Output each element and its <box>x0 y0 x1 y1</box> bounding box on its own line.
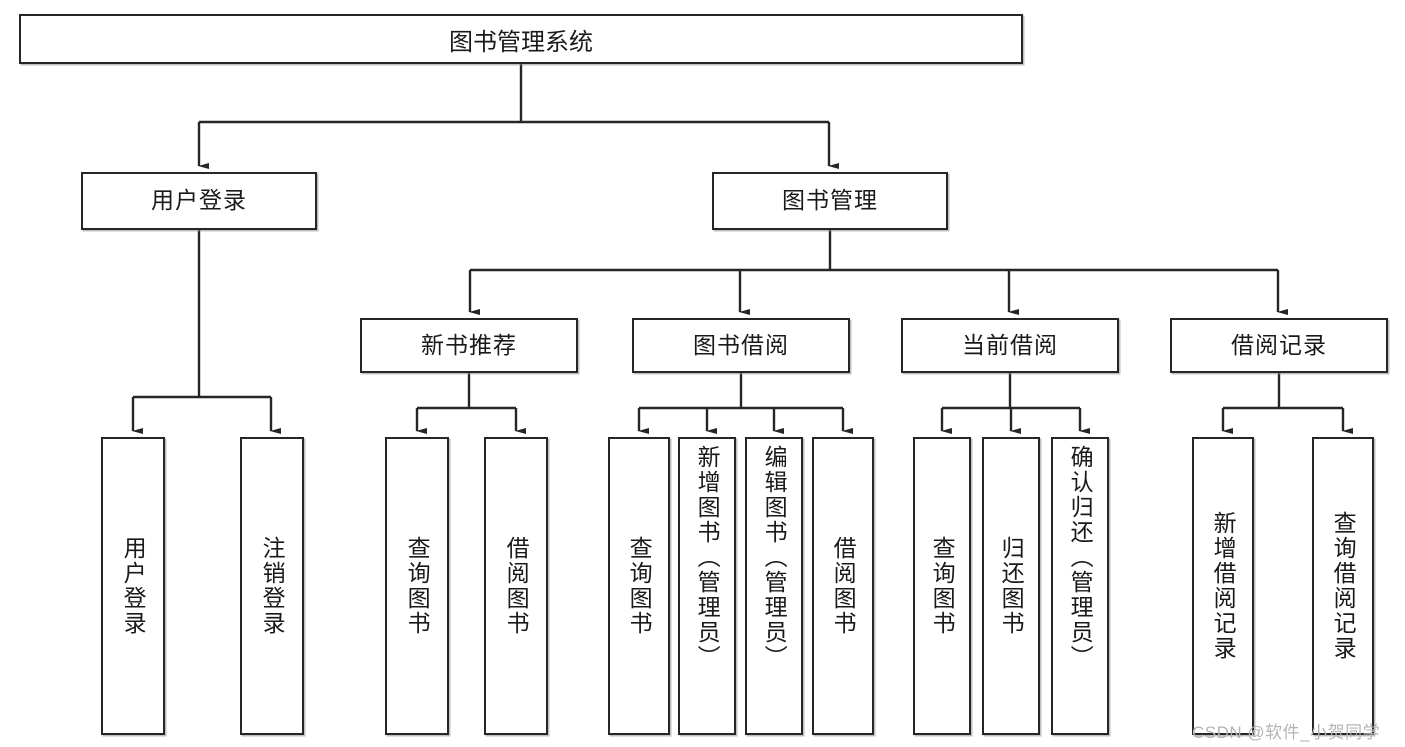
node-label: 借阅图书 <box>830 536 857 636</box>
node-label: 查询图书 <box>929 536 956 636</box>
leaf-user-login[interactable]: 用户登录 <box>101 437 165 735</box>
leaf-query-borrow-record[interactable]: 查询借阅记录 <box>1312 437 1374 735</box>
node-label: 归还图书 <box>998 536 1025 636</box>
leaf-query-books-recommend[interactable]: 查询图书 <box>385 437 449 735</box>
leaf-query-books-borrow[interactable]: 查询图书 <box>608 437 670 735</box>
leaf-add-borrow-record[interactable]: 新增借阅记录 <box>1192 437 1254 735</box>
csdn-watermark: CSDN @软件_小贺同学 <box>1192 723 1381 742</box>
leaf-edit-book-admin[interactable]: 编辑图书（管理员） <box>745 437 803 735</box>
leaf-borrow-books-recommend[interactable]: 借阅图书 <box>484 437 548 735</box>
node-label: 查询图书 <box>626 536 653 636</box>
leaf-confirm-return-admin[interactable]: 确认归还（管理员） <box>1051 437 1109 735</box>
node-label: 确认归还（管理员） <box>1067 445 1094 670</box>
node-book-borrow[interactable]: 图书借阅 <box>632 318 850 373</box>
node-new-book-recommend[interactable]: 新书推荐 <box>360 318 578 373</box>
node-user-login[interactable]: 用户登录 <box>81 172 317 230</box>
node-label: 图书管理系统 <box>449 28 593 56</box>
node-borrow-record[interactable]: 借阅记录 <box>1170 318 1388 373</box>
leaf-query-books-current[interactable]: 查询图书 <box>913 437 971 735</box>
node-label: 新增图书（管理员） <box>694 445 721 670</box>
node-label: 借阅记录 <box>1231 331 1327 358</box>
node-current-borrow[interactable]: 当前借阅 <box>901 318 1119 373</box>
node-label: 借阅图书 <box>503 536 530 636</box>
node-label: 当前借阅 <box>962 331 1058 358</box>
node-label: 用户登录 <box>151 187 247 214</box>
node-label: 用户登录 <box>120 536 147 636</box>
node-label: 图书借阅 <box>693 331 789 358</box>
leaf-logout[interactable]: 注销登录 <box>240 437 304 735</box>
node-label: 新书推荐 <box>421 331 517 358</box>
node-book-management[interactable]: 图书管理 <box>712 172 948 230</box>
node-label: 编辑图书（管理员） <box>761 445 788 670</box>
node-label: 新增借阅记录 <box>1210 511 1237 661</box>
node-label: 图书管理 <box>782 187 878 214</box>
node-root-system[interactable]: 图书管理系统 <box>19 14 1023 64</box>
leaf-add-book-admin[interactable]: 新增图书（管理员） <box>678 437 736 735</box>
node-label: 查询借阅记录 <box>1330 511 1357 661</box>
node-label: 查询图书 <box>404 536 431 636</box>
leaf-return-book[interactable]: 归还图书 <box>982 437 1040 735</box>
node-label: 注销登录 <box>259 536 286 636</box>
leaf-borrow-book[interactable]: 借阅图书 <box>812 437 874 735</box>
